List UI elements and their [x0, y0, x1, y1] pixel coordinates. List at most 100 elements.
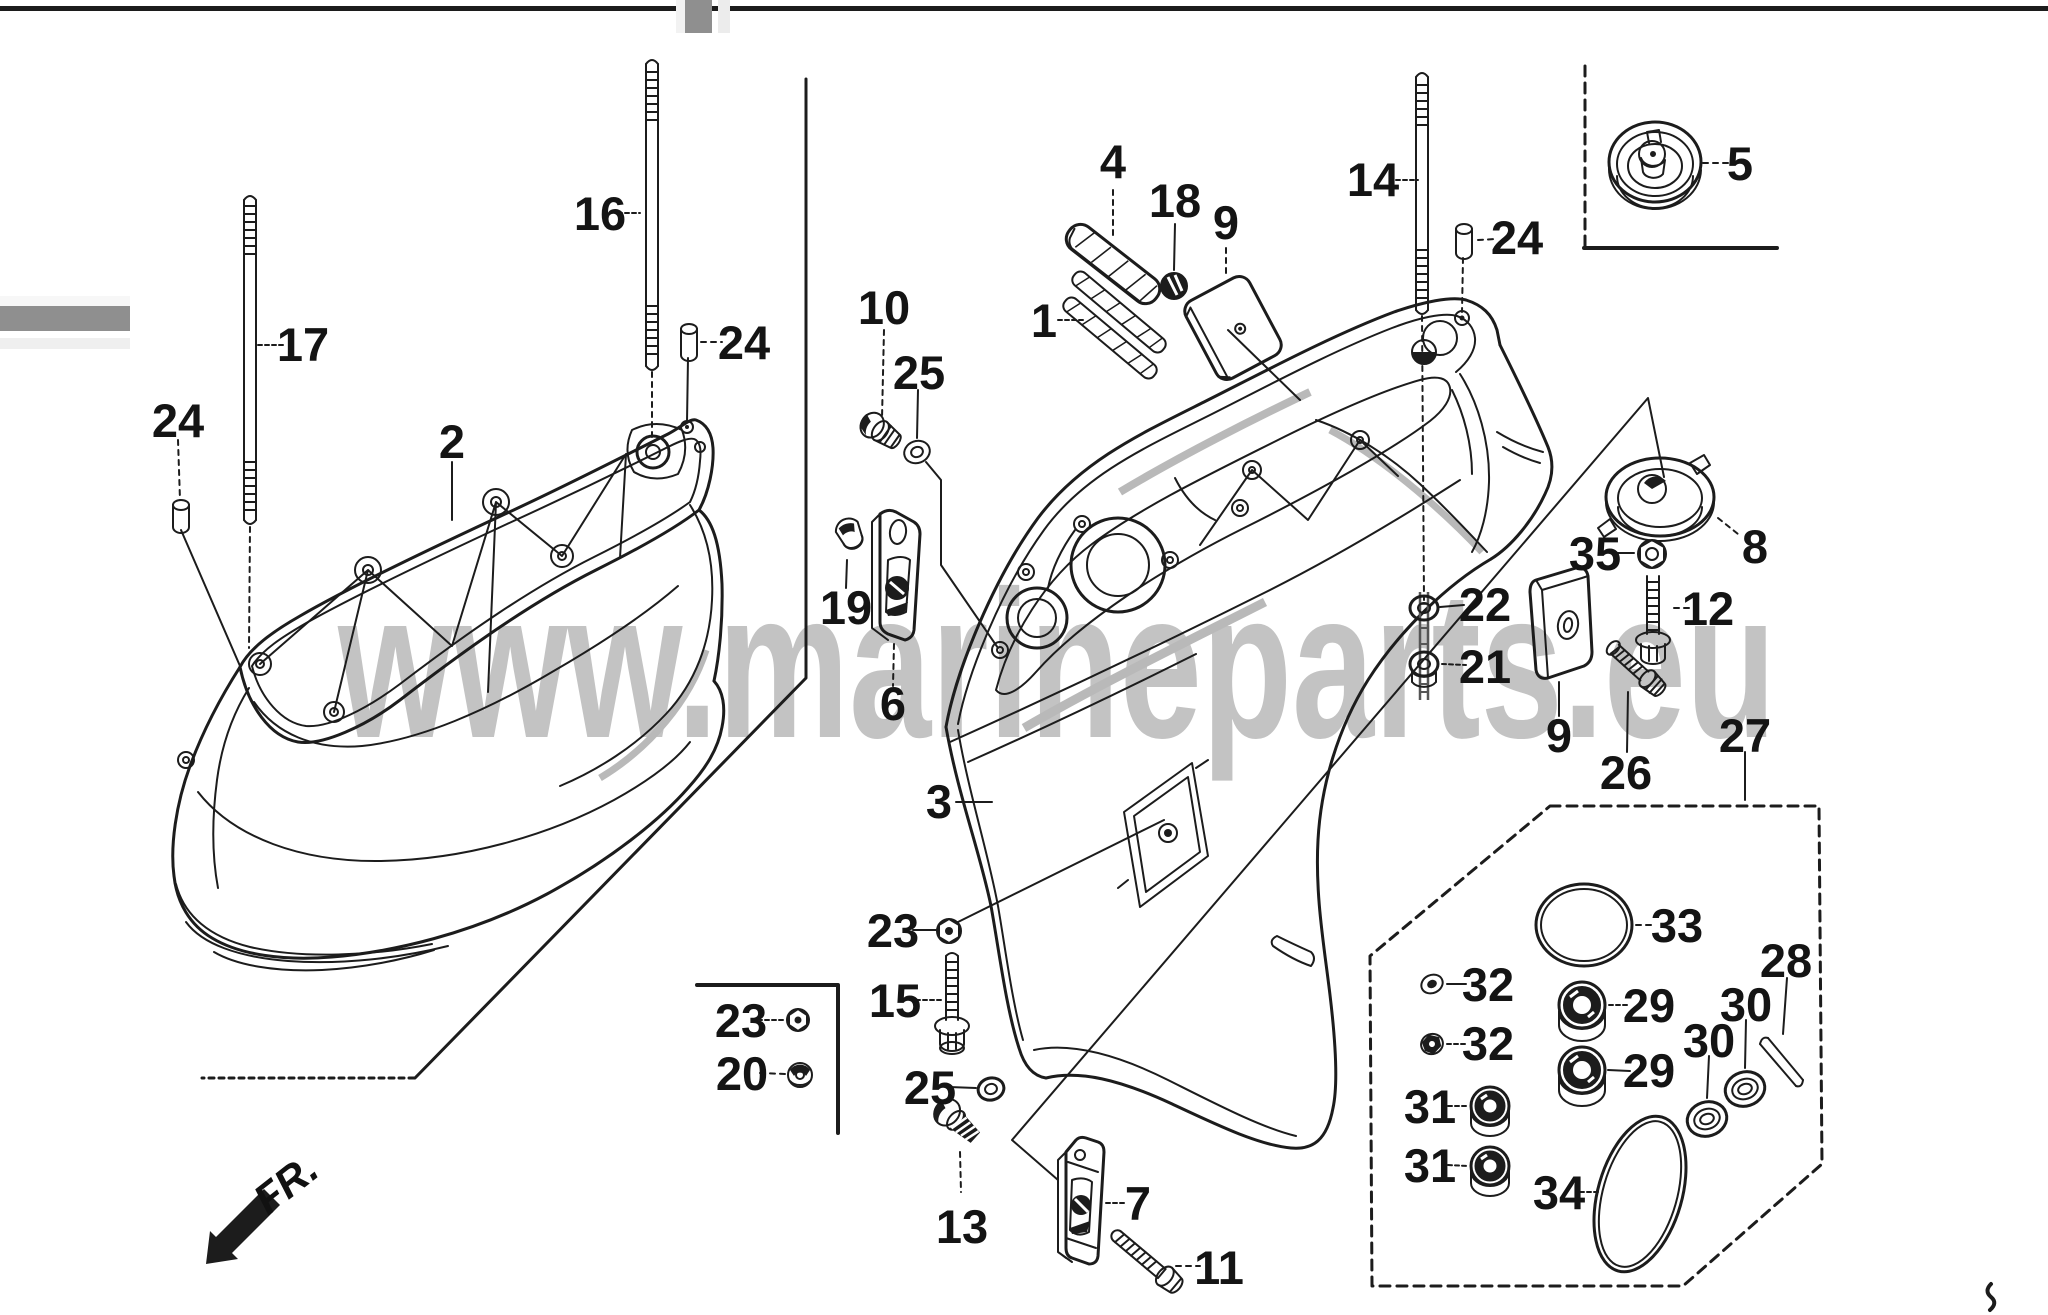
callout-22-16: 22	[1459, 578, 1511, 631]
seal-grommet-5	[1607, 120, 1703, 210]
leader-24-mid-seat	[686, 357, 689, 423]
callout-11-32: 11	[1194, 1241, 1244, 1294]
anode-pocket	[1117, 759, 1209, 908]
callout-23-25: 23	[867, 904, 919, 957]
seal-31-lower	[1469, 1145, 1511, 1197]
plug-cap-24-right	[1455, 223, 1473, 260]
leader-24-right	[1477, 238, 1497, 241]
pin-28	[1759, 1036, 1804, 1088]
mount-rubber-9-upper	[1183, 274, 1283, 382]
leader-25-upper-seat	[925, 461, 999, 649]
callout-5-13: 5	[1727, 137, 1753, 190]
callout-16-2: 16	[574, 187, 626, 240]
callout-4-7: 4	[1100, 135, 1126, 188]
callout-29-37: 29	[1623, 1044, 1675, 1097]
callout-20-29: 20	[716, 1047, 768, 1100]
shim-set-1	[1062, 270, 1167, 380]
callout-28-42: 28	[1760, 934, 1812, 987]
callout-24-3: 24	[718, 316, 770, 369]
callout-18-8: 18	[1149, 174, 1201, 227]
callout-1-10: 1	[1031, 294, 1057, 347]
callout-31-38: 31	[1404, 1080, 1456, 1133]
water-seal-8	[1597, 454, 1716, 542]
leader-28	[1782, 977, 1788, 1035]
leader-21	[1441, 663, 1467, 666]
nut-23-boxed	[786, 1008, 810, 1032]
callout-19-14: 19	[820, 581, 872, 634]
callout-17-1: 17	[277, 318, 329, 371]
shift-plate-6	[871, 508, 922, 642]
left-scroll-marker	[0, 296, 130, 349]
mount-rubber-4	[1064, 222, 1162, 306]
bolt-15	[934, 952, 970, 1055]
callout-34-43: 34	[1533, 1166, 1585, 1219]
leader-6	[892, 643, 895, 687]
shade-left-hump	[598, 648, 710, 782]
plug-cap-24-left	[172, 499, 190, 534]
callout-21-17: 21	[1459, 640, 1511, 693]
nut-23-upper	[936, 918, 962, 944]
left-group-frame	[200, 77, 808, 1080]
seal-30-right	[1723, 1070, 1767, 1108]
stud-16	[645, 59, 659, 439]
leader-30-right	[1744, 1019, 1747, 1069]
leader-10	[881, 329, 885, 419]
callout-32-34: 32	[1462, 958, 1514, 1011]
washer-25-lower	[976, 1076, 1006, 1102]
callout-23-28: 23	[715, 994, 767, 1047]
o-ring-34	[1592, 1114, 1688, 1274]
callout-7-31: 7	[1125, 1177, 1151, 1230]
callout-6-15: 6	[880, 677, 906, 730]
nut-18	[1160, 272, 1188, 300]
bolt-13	[933, 1098, 981, 1143]
leader-25-lower	[948, 1086, 977, 1089]
leader-23-pocket	[957, 819, 1165, 923]
callout-13-30: 13	[936, 1200, 988, 1253]
kit-box-27	[1368, 804, 1824, 1288]
fr-direction-arrow: FR.	[206, 1144, 327, 1264]
washer-32-upper	[1420, 973, 1444, 995]
callout-30-40: 30	[1683, 1014, 1735, 1067]
nut-20-boxed	[787, 1062, 813, 1088]
callout-35-18: 35	[1569, 527, 1621, 580]
callout-25-6: 25	[893, 346, 945, 399]
anode-plate-7	[1057, 1135, 1106, 1266]
callout-9-21: 9	[1546, 709, 1572, 762]
bearing-29-upper	[1557, 980, 1607, 1042]
leader-30-left	[1706, 1055, 1710, 1099]
leader-31-lower	[1447, 1164, 1469, 1167]
callout-2-4: 2	[439, 415, 465, 468]
callout-33-33: 33	[1651, 899, 1703, 952]
callout-15-26: 15	[869, 974, 921, 1027]
seal5-bracket	[1582, 64, 1779, 250]
leader-8-seat	[1011, 397, 1665, 1181]
callout-26-22: 26	[1600, 746, 1652, 799]
seal-30-left	[1685, 1100, 1729, 1138]
callout-12-19: 12	[1682, 582, 1734, 635]
shade-fin	[1328, 426, 1485, 555]
bolt-11	[1110, 1229, 1184, 1294]
callout-9-9: 9	[1213, 196, 1239, 249]
o-ring-33	[1534, 882, 1634, 968]
seal-31-upper	[1469, 1085, 1511, 1137]
plug-cap-24-mid	[680, 323, 698, 362]
callout-10-5: 10	[858, 281, 910, 334]
leader-24-left-seat	[180, 529, 241, 667]
callout-3-24: 3	[926, 775, 952, 828]
shade-rim	[1117, 388, 1312, 496]
mount-rubber-9-right	[1528, 566, 1594, 680]
bearing-29-lower	[1557, 1045, 1607, 1107]
stud-17	[243, 195, 257, 649]
leader-9-upper-seat	[1227, 329, 1301, 401]
callout-27-23: 27	[1719, 709, 1771, 762]
nut-32-lower	[1420, 1032, 1444, 1056]
leader-20-boxed	[759, 1072, 787, 1075]
callout-24-12: 24	[1491, 211, 1543, 264]
callout-30-41: 30	[1720, 978, 1772, 1031]
gear-case-left-drawing	[171, 418, 726, 972]
leader-29-lower	[1607, 1069, 1631, 1072]
callout-14-11: 14	[1347, 153, 1399, 206]
leader-19	[845, 559, 848, 589]
leader-25-upper	[916, 389, 919, 439]
